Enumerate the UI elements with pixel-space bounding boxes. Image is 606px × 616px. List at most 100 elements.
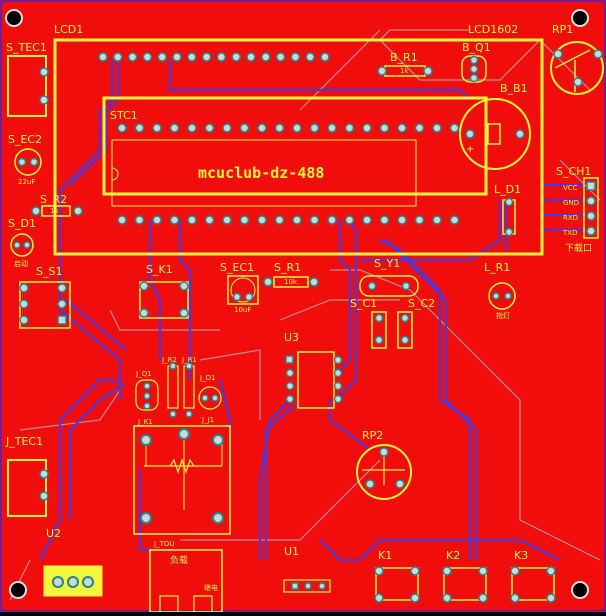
- stc1-pin-pad: [362, 123, 372, 133]
- label-j-r2: J_R2: [162, 356, 177, 364]
- stc1-pin-pad: [379, 215, 390, 225]
- stc1-pin-pad: [362, 215, 372, 225]
- mounting-holes: [5, 9, 589, 599]
- lcd-pin-pad: [305, 52, 315, 62]
- stc1-pin-pad: [344, 215, 355, 225]
- stc1-top-pads: [117, 123, 460, 133]
- rp1-pads: [553, 49, 603, 87]
- j-d1-led: [198, 386, 222, 410]
- label-s-c1: S_C1: [350, 297, 378, 310]
- label-s-d1: S_D1: [8, 217, 36, 230]
- lcd-pin-pad: [290, 52, 301, 62]
- stc1-pin-pad: [432, 215, 442, 225]
- lcd-pin-pad: [320, 52, 330, 62]
- stc1-pin-pad: [432, 123, 442, 133]
- value-10uf: 10uF: [234, 306, 252, 314]
- mount-hole-br: [571, 581, 589, 599]
- blue-traces: [39, 60, 585, 561]
- value-1k-s-r2: 1k: [50, 207, 59, 215]
- lcd1-outline: [53, 38, 544, 256]
- l-r1-led: [488, 282, 516, 310]
- s-r1-body: [273, 276, 309, 288]
- s-r2-body: [41, 205, 71, 217]
- s-c1-cap: [371, 311, 387, 349]
- s-ch1-header: [583, 177, 599, 239]
- tactile-switches: [374, 566, 556, 603]
- stc1-pin-pad: [327, 215, 337, 225]
- label-l-d1: L_D1: [494, 183, 522, 196]
- stc1-pin-pad: [222, 215, 232, 225]
- lcd-pin-pad: [216, 52, 227, 62]
- s-c2-cap: [397, 311, 413, 349]
- stc1-pin-pad: [274, 215, 285, 225]
- label-u1: U1: [284, 545, 300, 558]
- lcd-pin-pad: [113, 52, 123, 62]
- label-s-y1: S_Y1: [374, 257, 401, 270]
- label-k3: K3: [514, 549, 529, 562]
- s-d1-led: [10, 233, 34, 257]
- pin-rxd: RXD: [563, 214, 579, 222]
- download-port-label: 下载口: [565, 244, 593, 254]
- rp1-body: [550, 41, 604, 95]
- s-k1-switch: [139, 281, 189, 319]
- stc1-bottom-pads: [117, 215, 460, 225]
- mount-hole-bl: [9, 581, 27, 599]
- ratsnest-lines: [9, 29, 601, 601]
- lcd-pin-pad: [187, 52, 197, 62]
- label-j-tou: J_TOU: [154, 540, 175, 548]
- label-s-ec2: S_EC2: [8, 133, 43, 146]
- label-j-d1: J_D1: [200, 374, 216, 382]
- stc1-pin-pad: [327, 123, 337, 133]
- label-s-r1: S_R1: [274, 261, 302, 274]
- stc1-pin-pad: [239, 123, 250, 133]
- label-j-j1: J_J1: [202, 416, 215, 424]
- stc1-pin-pad: [257, 215, 267, 225]
- stc1-pin-pad: [152, 123, 162, 133]
- label-l-r1: L_R1: [484, 261, 511, 274]
- stc1-pin-pad: [117, 123, 127, 133]
- stc1-pin-pad: [379, 123, 390, 133]
- j-tec1-outline: [7, 459, 47, 517]
- stc1-pin-pad: [152, 215, 162, 225]
- u1-header: [283, 579, 331, 593]
- mount-hole-tr: [571, 9, 589, 27]
- stc1-pin-pad: [187, 123, 197, 133]
- value-22uf: 22uF: [18, 178, 36, 186]
- label-b-b1: B_B1: [500, 82, 528, 95]
- lcd-pin-pad: [275, 52, 286, 62]
- stc1-pin-pad: [134, 215, 145, 225]
- label-s-tec1: S_TEC1: [6, 41, 47, 54]
- rp2-pot: [356, 444, 412, 500]
- stc1-pin-pad: [309, 215, 320, 225]
- pin-vcc: VCC: [563, 184, 578, 192]
- stc1-pin-pad: [292, 215, 302, 225]
- label-j-r1: J_R1: [182, 356, 197, 364]
- label-s-c2: S_C2: [408, 297, 436, 310]
- label-k1: K1: [378, 549, 393, 562]
- lcd-pin-pad: [172, 52, 182, 62]
- stc1-pin-pad: [449, 215, 460, 225]
- lcd-pin-pad: [231, 52, 241, 62]
- label-lcd1: LCD1: [54, 23, 84, 36]
- label-b-q1: B_Q1: [462, 41, 491, 54]
- value-1k-b-r1: 1k: [400, 67, 409, 75]
- lcd-pin-pad: [157, 52, 167, 62]
- label-s-k1: S_K1: [146, 263, 173, 276]
- chip-marking: mcuclub-dz-488: [198, 164, 325, 182]
- label-j-tec1: J_TEC1: [6, 435, 44, 448]
- label-rp1: RP1: [552, 23, 574, 36]
- stc1-pin-pad: [169, 215, 180, 225]
- stc1-pin-pad: [397, 215, 407, 225]
- j-q1-body: [135, 379, 159, 411]
- stc1-pin-pad: [309, 123, 320, 133]
- label-u2: U2: [46, 527, 62, 540]
- relay-body: [133, 425, 231, 535]
- label-s-s1: S_S1: [36, 265, 63, 278]
- stc1-notch: [111, 167, 119, 181]
- label-b-r1: B_R1: [390, 51, 418, 64]
- stc1-inner: [111, 139, 417, 207]
- lcd-pin-pad: [201, 52, 212, 62]
- stc1-pin-pad: [292, 123, 302, 133]
